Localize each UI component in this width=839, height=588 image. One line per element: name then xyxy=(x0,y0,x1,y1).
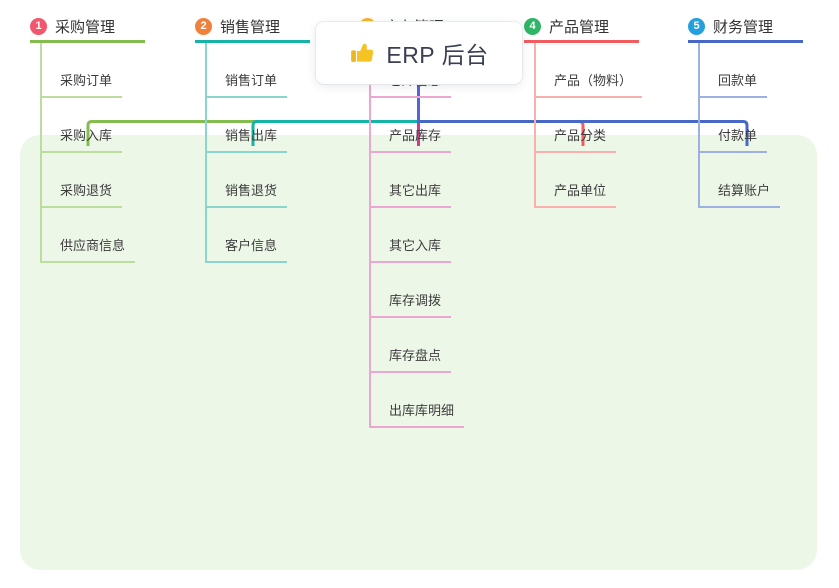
tree-node[interactable]: 产品分类 xyxy=(536,98,689,153)
badge-5: 5 xyxy=(688,18,705,35)
tree-node-label: 采购入库 xyxy=(42,125,123,153)
branch-children: 回款单 付款单 结算账户 xyxy=(698,43,839,208)
branch-product: 4 产品管理 产品（物料） 产品分类 产品单位 xyxy=(524,15,689,208)
tree-node[interactable]: 销售订单 xyxy=(207,43,360,98)
branch-label: 采购管理 xyxy=(55,19,116,36)
root-node-title: ERP 后台 xyxy=(386,42,489,68)
tree-node[interactable]: 产品（物料） xyxy=(536,43,689,98)
tree-node-label: 产品单位 xyxy=(536,180,617,208)
root-node-erp[interactable]: ERP 后台 xyxy=(316,22,522,84)
tree-node[interactable]: 采购退货 xyxy=(42,153,195,208)
tree-node-label: 出库库明细 xyxy=(371,400,465,428)
tree-node-label: 产品（物料） xyxy=(536,70,643,98)
tree-node-label: 其它入库 xyxy=(371,235,452,263)
branch-children: 仓库信息 产品库存 其它出库 其它入库 库存调拨 库存盘点 出库库明细 xyxy=(369,43,524,428)
branch-finance: 5 财务管理 回款单 付款单 结算账户 xyxy=(688,15,839,208)
tree-node[interactable]: 其它出库 xyxy=(371,153,524,208)
tree-node[interactable]: 销售出库 xyxy=(207,98,360,153)
tree-node[interactable]: 库存盘点 xyxy=(371,318,524,373)
tree-node[interactable]: 其它入库 xyxy=(371,208,524,263)
tree-node-label: 供应商信息 xyxy=(42,235,136,263)
tree-node-label: 产品分类 xyxy=(536,125,617,153)
tree-node[interactable]: 出库库明细 xyxy=(371,373,524,428)
tree-node-label: 销售退货 xyxy=(207,180,288,208)
branch-header-purchase[interactable]: 1 采购管理 xyxy=(30,15,145,43)
branch-label: 产品管理 xyxy=(549,19,610,36)
tree-node-label: 库存盘点 xyxy=(371,345,452,373)
tree-node-label: 付款单 xyxy=(700,125,768,153)
tree-node-label: 采购订单 xyxy=(42,70,123,98)
tree-node[interactable]: 采购入库 xyxy=(42,98,195,153)
branch-purchase: 1 采购管理 采购订单 采购入库 采购退货 供应商信息 xyxy=(30,15,195,263)
badge-4: 4 xyxy=(524,18,541,35)
tree-node-label: 回款单 xyxy=(700,70,768,98)
badge-1: 1 xyxy=(30,18,47,35)
branch-header-product[interactable]: 4 产品管理 xyxy=(524,15,639,43)
tree-node-label: 结算账户 xyxy=(700,180,781,208)
tree-node-label: 销售出库 xyxy=(207,125,288,153)
thumbs-up-icon xyxy=(349,40,375,66)
tree-node[interactable]: 结算账户 xyxy=(700,153,839,208)
branch-header-finance[interactable]: 5 财务管理 xyxy=(688,15,803,43)
tree-node[interactable]: 库存调拨 xyxy=(371,263,524,318)
branch-header-sales[interactable]: 2 销售管理 xyxy=(195,15,310,43)
tree-node-label: 销售订单 xyxy=(207,70,288,98)
tree-node[interactable]: 产品单位 xyxy=(536,153,689,208)
tree-node[interactable]: 客户信息 xyxy=(207,208,360,263)
branch-children: 采购订单 采购入库 采购退货 供应商信息 xyxy=(40,43,195,263)
branch-children: 产品（物料） 产品分类 产品单位 xyxy=(534,43,689,208)
tree-node-label: 客户信息 xyxy=(207,235,288,263)
tree-node[interactable]: 销售退货 xyxy=(207,153,360,208)
badge-2: 2 xyxy=(195,18,212,35)
tree-node[interactable]: 回款单 xyxy=(700,43,839,98)
branch-label: 销售管理 xyxy=(220,19,281,36)
tree-node-label: 产品库存 xyxy=(371,125,452,153)
tree-node-label: 库存调拨 xyxy=(371,290,452,318)
tree-node-label: 其它出库 xyxy=(371,180,452,208)
tree-node[interactable]: 产品库存 xyxy=(371,98,524,153)
tree-node[interactable]: 采购订单 xyxy=(42,43,195,98)
tree-node[interactable]: 供应商信息 xyxy=(42,208,195,263)
branch-label: 财务管理 xyxy=(713,19,774,36)
tree-node[interactable]: 付款单 xyxy=(700,98,839,153)
tree-node-label: 采购退货 xyxy=(42,180,123,208)
